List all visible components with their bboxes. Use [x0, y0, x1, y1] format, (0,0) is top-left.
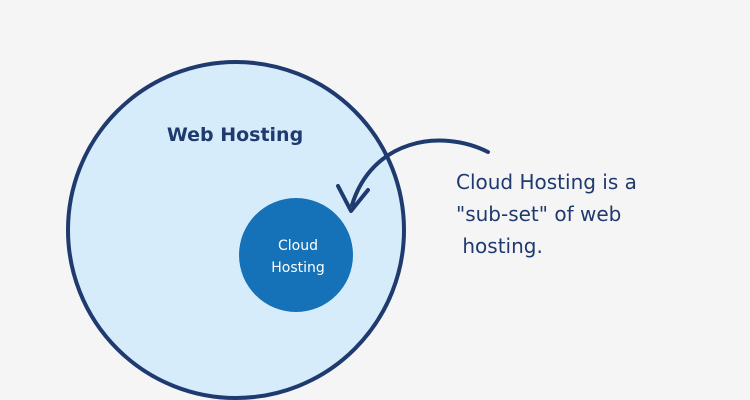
arrow-curve	[350, 138, 490, 207]
caption-text: Cloud Hosting is a "sub-set" of web host…	[456, 166, 736, 262]
caption-line: "sub-set" of web	[456, 202, 622, 226]
web-hosting-label: Web Hosting	[166, 124, 304, 146]
cloud-hosting-label: Cloud Hosting	[246, 235, 350, 279]
cloud-hosting-label-line: Hosting	[271, 260, 325, 276]
cloud-hosting-circle	[239, 198, 353, 312]
caption-line: Cloud Hosting is a	[456, 170, 637, 194]
caption-line: hosting.	[456, 234, 543, 258]
cloud-hosting-label-line: Cloud	[278, 238, 318, 254]
arrow-head	[336, 184, 370, 213]
web-hosting-circle	[66, 60, 406, 400]
